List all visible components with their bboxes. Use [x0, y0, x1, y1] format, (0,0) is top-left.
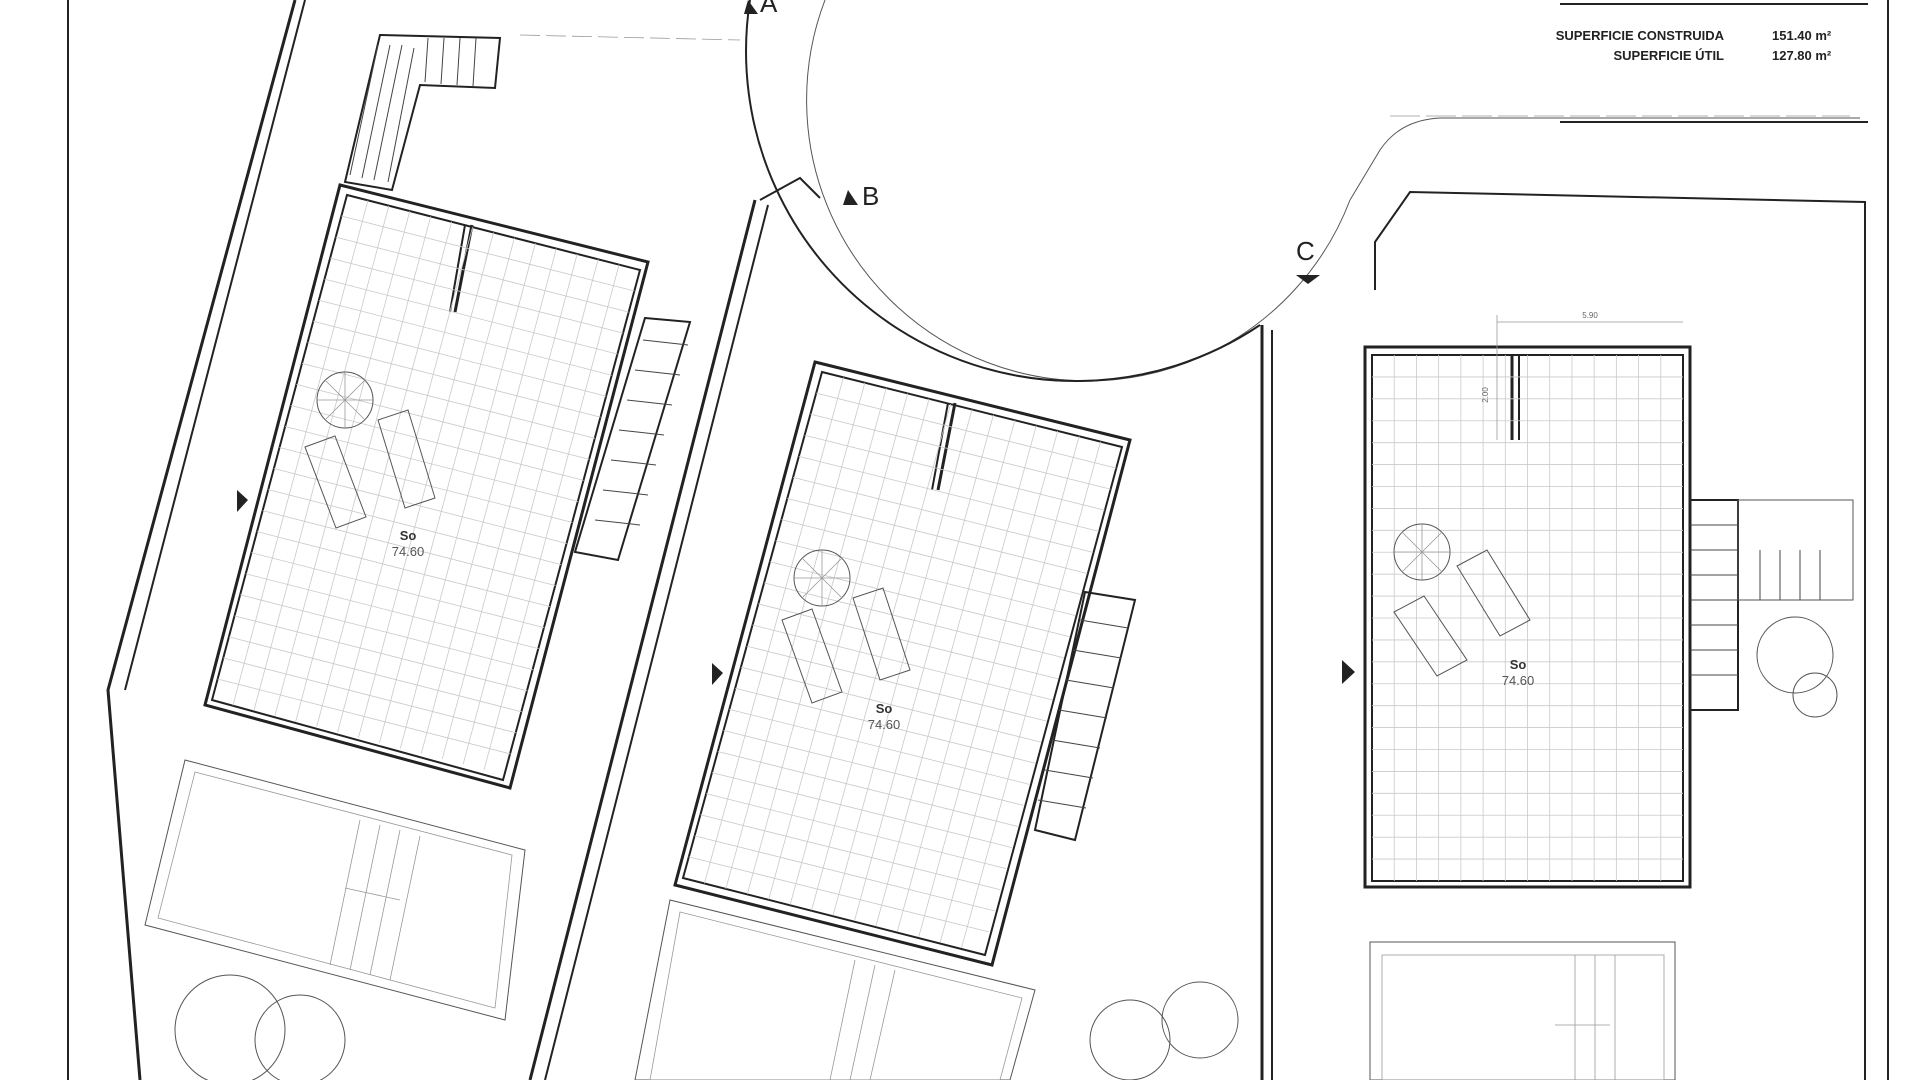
stair-plot-1-side: [573, 316, 692, 562]
pool-plot-2: [634, 899, 1036, 1080]
area-value-built: 151.40 m²: [1772, 28, 1832, 43]
pool-plot-1: [144, 759, 526, 1021]
plot-3: [1260, 190, 1866, 1080]
dimension-depth: 2.00: [1481, 387, 1490, 403]
terrace-grid-3: [1372, 355, 1683, 881]
section-marker-b: B: [862, 181, 879, 211]
section-marker-a: A: [760, 0, 778, 18]
terrace-grid-2: [688, 377, 1117, 948]
room-area-2: 74.60: [868, 717, 901, 732]
room-labels: So 74.60 So 74.60 So 74.60: [392, 528, 1535, 732]
section-markers: A B C: [744, 0, 1320, 284]
sheet-frame: [67, 0, 1889, 1080]
pool-plot-3: [1369, 941, 1676, 1080]
tree-icon: [174, 616, 1838, 1080]
terrace-grid-1: [217, 200, 635, 770]
room-area-3: 74.60: [1502, 673, 1535, 688]
area-value-useful: 127.80 m²: [1772, 48, 1832, 63]
room-name-1: So: [400, 528, 417, 543]
sun-lounger-icon: [304, 409, 1531, 704]
entry-arrow-icon: [237, 490, 1355, 685]
dimension-annotations: 5.90 2.00: [1481, 311, 1683, 440]
area-label-useful: SUPERFICIE ÚTIL: [1613, 48, 1724, 63]
stair-plot-1-top: [343, 33, 502, 192]
room-name-3: So: [1510, 657, 1527, 672]
room-name-2: So: [876, 701, 893, 716]
area-label-built: SUPERFICIE CONSTRUIDA: [1556, 28, 1725, 43]
stair-plot-3-side: [1689, 499, 1854, 711]
area-table: SUPERFICIE CONSTRUIDA 151.40 m² SUPERFIC…: [1556, 28, 1832, 63]
umbrella-icon: [316, 371, 1451, 607]
dimension-width: 5.90: [1582, 311, 1598, 320]
room-area-1: 74.60: [392, 544, 425, 559]
section-marker-c: C: [1296, 236, 1315, 266]
stair-plot-2-side: [1033, 590, 1137, 842]
roundabout: [519, 0, 1860, 383]
